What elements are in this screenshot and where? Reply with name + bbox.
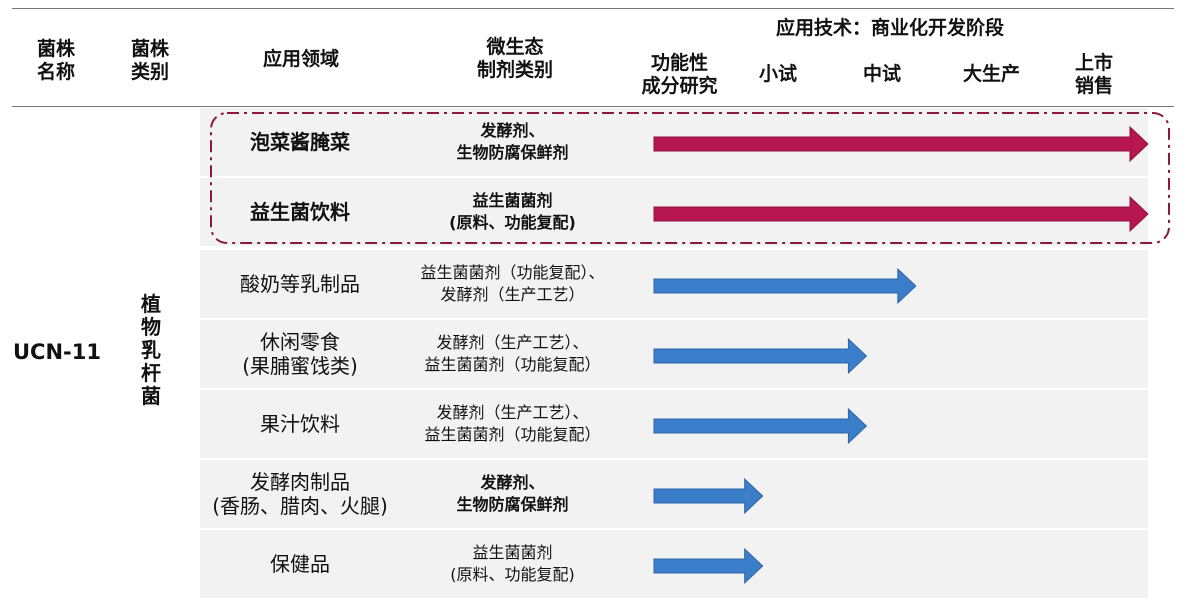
strain-type-char: 菌 bbox=[141, 384, 161, 408]
header-stage-0-line1: 功能性 bbox=[650, 52, 708, 74]
row-field-line: 果汁饮料 bbox=[260, 412, 340, 436]
header-tech-title: 应用技术：商业化开发阶段 bbox=[775, 17, 1004, 39]
row-prep-line: 发酵剂（生产工艺） bbox=[440, 285, 585, 304]
row-prep: 益生菌菌剂 (原料、功能复配) bbox=[400, 530, 625, 598]
header-stage-0: 功能性成分研究 bbox=[632, 52, 727, 98]
header-stage-1: 小试 bbox=[738, 63, 818, 86]
row-field-line: 发酵肉制品 bbox=[250, 470, 350, 494]
header-stage-4: 上市销售 bbox=[1050, 52, 1138, 98]
stage-arrow-shape bbox=[653, 477, 764, 515]
header-strain-type: 菌株 类别 bbox=[114, 38, 186, 84]
header-stage-4-line1: 上市 bbox=[1074, 52, 1113, 74]
row-field-line: (香肠、腊肉、火腿) bbox=[212, 494, 388, 518]
row-field-line: 休闲零食 bbox=[260, 330, 340, 354]
header-stage-2-line1: 中试 bbox=[862, 63, 901, 85]
row-prep-line: 益生菌菌剂（功能复配） bbox=[424, 425, 601, 444]
top-rule bbox=[12, 8, 1174, 9]
strain-name: UCN-11 bbox=[13, 340, 101, 364]
header-stage-3: 大生产 bbox=[944, 63, 1039, 86]
row-prep-line: 发酵剂（生产工艺）、 bbox=[436, 403, 589, 422]
stage-arrow-shape bbox=[653, 337, 868, 375]
header-stage-0-line2: 成分研究 bbox=[641, 75, 718, 97]
row-prep: 发酵剂（生产工艺）、益生菌菌剂（功能复配） bbox=[400, 390, 625, 458]
strain-type-char: 物 bbox=[141, 315, 161, 339]
row-field-line: 保健品 bbox=[270, 552, 330, 576]
stage-arrow-shape bbox=[653, 407, 868, 445]
header-field: 应用领域 bbox=[262, 48, 339, 70]
row-prep-line: (原料、功能复配) bbox=[450, 565, 575, 584]
row-prep-line: 发酵剂、 bbox=[480, 473, 545, 492]
row-prep-line: 益生菌菌剂（功能复配）、 bbox=[420, 263, 605, 282]
header-strain-type-line1: 菌株 bbox=[130, 38, 169, 60]
header-prep-type: 微生态 制剂类别 bbox=[430, 36, 600, 82]
row-prep-line: 发酵剂（生产工艺）、 bbox=[436, 333, 589, 352]
row-field-line: 酸奶等乳制品 bbox=[240, 272, 360, 296]
strain-type-char: 植 bbox=[141, 292, 161, 316]
row-prep-line: 益生菌菌剂 bbox=[472, 543, 553, 562]
row-field: 休闲零食(果脯蜜饯类) bbox=[200, 320, 400, 388]
header-strain-type-line2: 类别 bbox=[130, 61, 169, 83]
header-rule bbox=[12, 106, 1174, 107]
row-field-line: (果脯蜜饯类) bbox=[242, 354, 358, 378]
stage-arrow-shape bbox=[653, 547, 764, 585]
strain-type-char: 乳 bbox=[141, 338, 161, 362]
header-prep-type-line1: 微生态 bbox=[486, 36, 544, 58]
header-stage-3-line1: 大生产 bbox=[962, 63, 1020, 85]
header-strain-name-line2: 名称 bbox=[36, 61, 75, 83]
strain-type: 植物乳杆菌 bbox=[136, 293, 166, 408]
row-field: 果汁饮料 bbox=[200, 390, 400, 458]
row-prep-line: 益生菌菌剂（功能复配） bbox=[424, 355, 601, 374]
row-field: 保健品 bbox=[200, 530, 400, 598]
strain-type-char: 杆 bbox=[141, 361, 161, 385]
row-prep: 益生菌菌剂（功能复配）、发酵剂（生产工艺） bbox=[400, 250, 625, 318]
row-field: 发酵肉制品(香肠、腊肉、火腿) bbox=[200, 460, 400, 528]
stage-arrow-shape bbox=[653, 267, 917, 305]
header-strain-name-line1: 菌株 bbox=[36, 38, 75, 60]
row-prep: 发酵剂（生产工艺）、益生菌菌剂（功能复配） bbox=[400, 320, 625, 388]
header-strain-name: 菌株 名称 bbox=[20, 38, 92, 84]
row-field: 酸奶等乳制品 bbox=[200, 250, 400, 318]
header-stage-1-line1: 小试 bbox=[758, 63, 797, 85]
header-prep-type-line2: 制剂类别 bbox=[476, 59, 553, 81]
header-stage-2: 中试 bbox=[842, 63, 922, 86]
row-prep: 发酵剂、生物防腐保鲜剂 bbox=[400, 460, 625, 528]
header-stage-4-line2: 销售 bbox=[1074, 75, 1113, 97]
row-prep-line: 生物防腐保鲜剂 bbox=[456, 495, 569, 514]
